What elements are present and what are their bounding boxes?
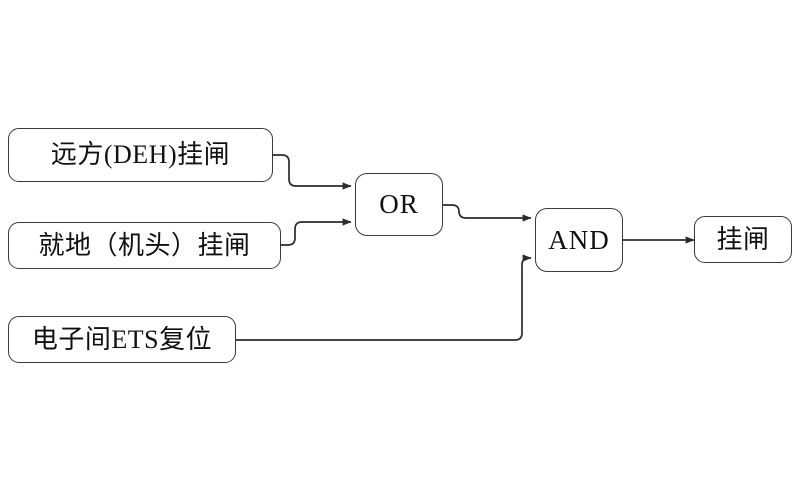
gate-box-and[interactable]: AND	[535, 208, 623, 272]
gate-label-and: AND	[548, 224, 610, 255]
input-box-local-machine-head[interactable]: 就地（机头）挂闸	[8, 222, 281, 269]
input-label-ets-reset: 电子间ETS复位	[31, 324, 213, 354]
gate-label-or: OR	[379, 189, 419, 219]
output-label-trip: 挂闸	[716, 224, 770, 254]
connector-remote-deh-to-or	[273, 154, 352, 190]
output-box-trip[interactable]: 挂闸	[694, 216, 792, 263]
connector-ets-to-and	[236, 254, 532, 341]
input-label-remote-deh: 远方(DEH)挂闸	[50, 140, 231, 169]
input-box-ets-reset[interactable]: 电子间ETS复位	[8, 316, 236, 363]
gate-box-or[interactable]: OR	[355, 173, 443, 236]
input-label-local-machine-head: 就地（机头）挂闸	[38, 230, 251, 260]
input-box-remote-deh[interactable]: 远方(DEH)挂闸	[8, 128, 273, 182]
connector-or-to-and	[443, 204, 532, 222]
connector-local-to-or	[281, 218, 352, 246]
